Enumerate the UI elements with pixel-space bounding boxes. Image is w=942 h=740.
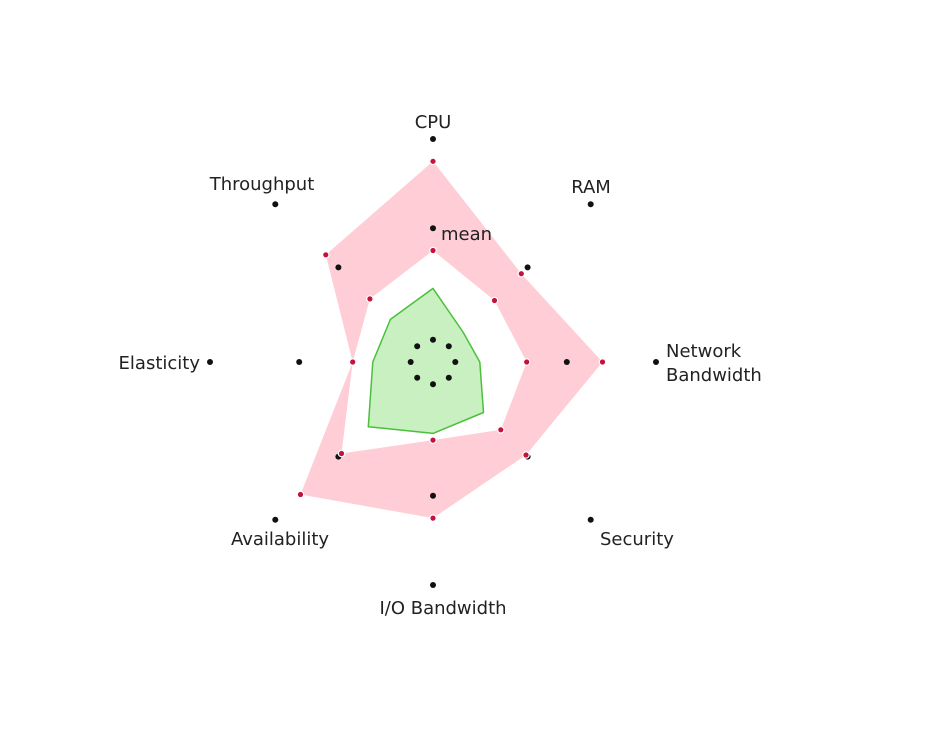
band-vertex-dot xyxy=(429,246,437,255)
reference-dot xyxy=(445,374,452,381)
axis-label: Elasticity xyxy=(119,353,201,374)
axis-label: CPU xyxy=(415,112,452,133)
reference-dot xyxy=(335,264,342,271)
reference-dot xyxy=(430,136,436,142)
band-vertex-dot xyxy=(429,157,437,166)
reference-dot xyxy=(445,343,452,350)
reference-dot xyxy=(587,201,594,208)
reference-dot xyxy=(524,264,531,271)
reference-dot xyxy=(452,359,459,365)
reference-dot xyxy=(296,359,303,365)
band-vertex-dot xyxy=(348,358,357,366)
band-vertex-dot xyxy=(598,358,607,366)
value-polygon xyxy=(367,287,485,435)
band-vertex-dot xyxy=(490,296,499,305)
axis-label-line: I/O Bandwidth xyxy=(379,598,506,619)
reference-dot xyxy=(272,201,279,208)
axis-label: I/O Bandwidth xyxy=(379,598,506,619)
reference-dot xyxy=(414,374,421,381)
reference-dot xyxy=(563,359,570,365)
axis-label: Throughput xyxy=(209,174,315,195)
band-vertex-dot xyxy=(296,490,305,499)
reference-dot xyxy=(430,492,436,499)
reference-dot xyxy=(430,381,436,388)
reference-dot xyxy=(207,359,213,365)
reference-dot xyxy=(414,343,421,350)
axis-label-line: Throughput xyxy=(209,174,315,195)
reference-dot xyxy=(407,359,414,365)
axis-label-line: Bandwidth xyxy=(666,365,762,386)
range-band xyxy=(300,161,603,519)
reference-dot xyxy=(430,336,436,343)
axis-label-line: Network xyxy=(666,341,742,362)
reference-dot xyxy=(272,516,279,523)
axis-label-line: RAM xyxy=(571,177,611,198)
axis-label-line: Elasticity xyxy=(119,353,201,374)
axis-label: Security xyxy=(600,529,674,550)
axis-label-line: Security xyxy=(600,529,674,550)
reference-dot xyxy=(430,582,436,588)
band-vertex-dot xyxy=(366,295,374,303)
band-vertex-dot xyxy=(496,425,505,434)
band-vertex-dot xyxy=(522,358,531,366)
reference-dot xyxy=(653,359,659,365)
axis-label: RAM xyxy=(571,177,611,198)
band-vertex-dot xyxy=(429,436,437,444)
axis-label-line: Availability xyxy=(231,529,329,550)
reference-dot xyxy=(430,225,436,232)
band-vertex-dot xyxy=(337,449,346,458)
band-vertex-dot xyxy=(429,514,437,522)
band-vertex-dot xyxy=(522,451,530,459)
reference-dot xyxy=(587,516,594,523)
axis-label: Availability xyxy=(231,529,329,550)
band-faint-label: mean xyxy=(441,224,492,245)
axis-label-line: CPU xyxy=(415,112,452,133)
band-vertex-dot xyxy=(517,269,526,278)
band-vertex-dot xyxy=(321,251,330,259)
